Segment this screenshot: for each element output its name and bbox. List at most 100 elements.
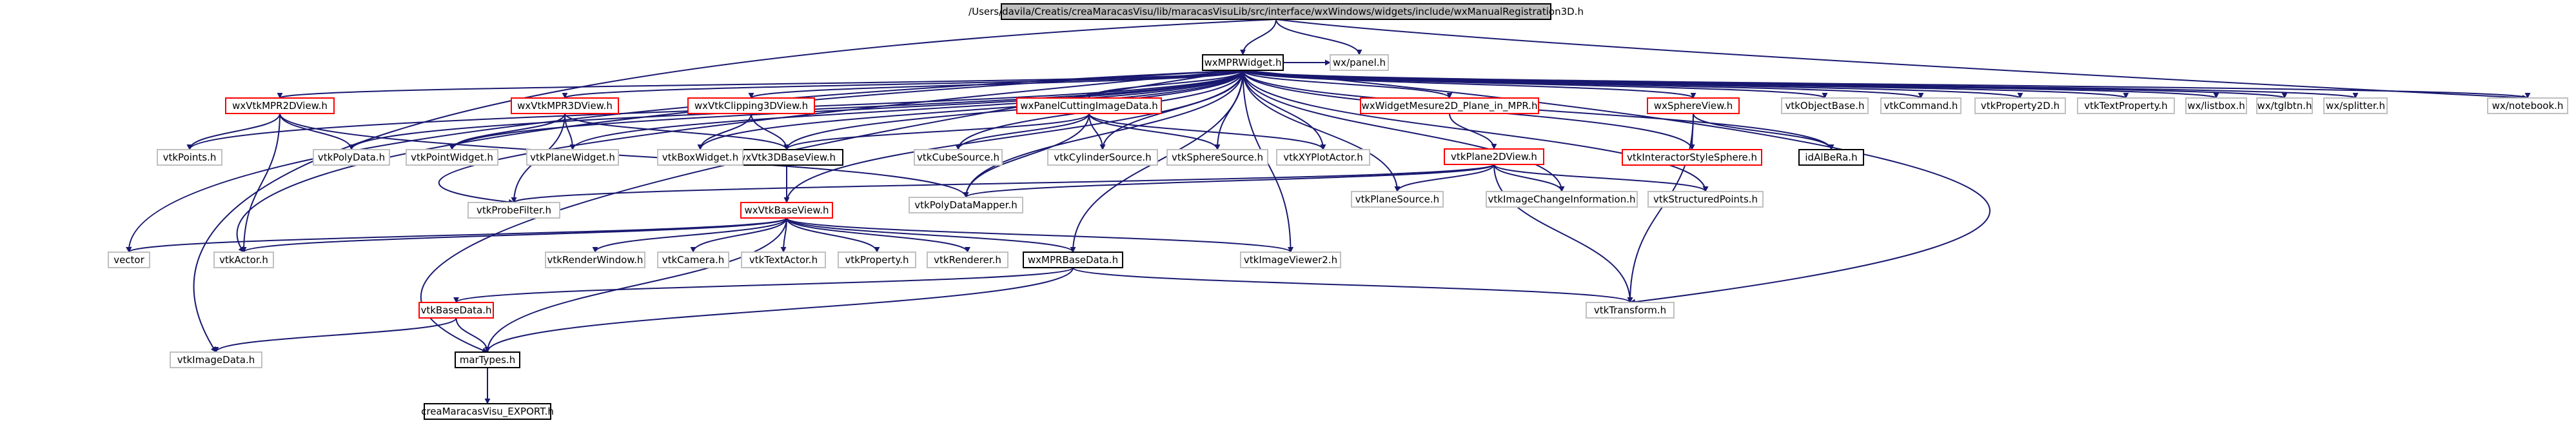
node-wxPanelCuttingImageData-label: wxPanelCuttingImageData.h [1020,100,1158,112]
node-wxSphereView-label: wxSphereView.h [1654,100,1733,112]
edge-wxMPRWidget-to-vtkCylinderSource [1099,70,1244,150]
node-wxVtk3DBaseView-box [730,149,843,166]
node-wxSphereView[interactable]: wxSphereView.h [1647,97,1740,114]
node-wxSphereView-box [1647,97,1740,114]
node-vtkXYPlotActor-label: vtkXYPlotActor.h [1283,152,1363,163]
node-vtkInteractorStyleSphere-box [1622,149,1762,166]
node-vtkCamera: vtkCamera.h [657,252,729,268]
edge-wxMPRWidget-to-wxVtkMPR3DView [562,70,1244,99]
node-wxMPRBaseData[interactable]: wxMPRBaseData.h [1023,252,1123,268]
node-vtkStructuredPoints: vtkStructuredPoints.h [1647,191,1764,208]
edge-wxMPRWidget-to-wxPanelCuttingImageData [1086,70,1244,99]
edge-vtkBaseView-to-vtkRenderWindow [592,217,787,253]
node-marTypes[interactable]: marTypes.h [455,351,520,368]
node-vtkPointWidget-box [406,149,498,166]
edge-wxVtkMPR3DView-to-wxVtk3DBaseView [564,113,790,150]
node-vtkRenderer-box [927,252,1008,268]
node-vtkPoints-box [157,149,222,166]
node-vtkBoxWidget-box [657,149,743,166]
edge-wxMPRWidget-to-vtkSphereSource [1214,70,1244,150]
node-vtkXYPlotActor: vtkXYPlotActor.h [1276,149,1370,166]
edge-wxVtkClipping3DView-to-vtkBoxWidget [697,113,752,150]
node-wxPanelCuttingImageData[interactable]: wxPanelCuttingImageData.h [1016,97,1162,114]
node-wxMPRWidget[interactable]: wxMPRWidget.h [1202,54,1284,71]
node-vtkTransform: vtkTransform.h [1586,302,1675,319]
node-vtkProperty2D-label: vtkProperty2D.h [1981,100,2060,112]
node-vtkActor-label: vtkActor.h [219,254,268,266]
node-wxVtkMPR2DView-box [225,97,335,114]
node-wxVtk3DBaseView[interactable]: wxVtk3DBaseView.h [730,149,843,166]
node-idAlBeRa-label: idAlBeRa.h [1805,152,1857,163]
node-wxMPRBaseData-label: wxMPRBaseData.h [1028,254,1118,266]
node-vtkCamera-box [657,252,729,268]
edge-vtkBaseData-to-vtkImageData [213,317,457,353]
node-wxsplitter-label: wx/splitter.h [2326,100,2385,112]
node-wxWidgetMesure2D[interactable]: wxWidgetMesure2D_Plane_in_MPR.h [1360,97,1539,114]
node-wxlistbox-label: wx/listbox.h [2187,100,2245,112]
node-vtkPolyData-box [313,149,390,166]
node-vtkImageChangeInformation-box [1486,191,1638,208]
edge-root-to-vtkImageData [193,19,1277,353]
edge-wxMPRWidget-to-wxWidgetMesure2D [1242,70,1453,99]
node-wxMPRWidget-box [1202,54,1284,71]
node-vtkCubeSource: vtkCubeSource.h [914,149,1003,166]
node-vtkBaseData-box [418,302,494,319]
node-vtkPlaneSource-box [1351,191,1444,208]
node-wxVtk3DBaseView-label: wxVtk3DBaseView.h [738,152,836,163]
node-creaExport-label: creaMaracasVisu_EXPORT.h [421,406,554,418]
node-vtkPlaneSource-label: vtkPlaneSource.h [1355,193,1439,205]
node-vtkBaseData[interactable]: vtkBaseData.h [418,302,494,319]
edge-wxWidgetMesure2D-to-vtkPlane2DView [1449,113,1497,150]
node-vtkImageViewer2-box [1240,252,1341,268]
node-vtkBaseView[interactable]: wxVtkBaseView.h [740,202,833,219]
edge-wxMPRWidget-to-vtkImageChangeInformation [1242,70,1565,192]
node-vtkCylinderSource-box [1047,149,1158,166]
node-vtkRenderer-label: vtkRenderer.h [934,254,1001,266]
node-wxVtkClipping3DView[interactable]: wxVtkClipping3DView.h [687,97,815,114]
node-creaExport-box [424,403,551,420]
edge-wxMPRWidget-to-vtkPlaneSource [1242,70,1401,192]
node-idAlBeRa-box [1798,149,1864,166]
edge-root-to-wxMPRWidget [1240,19,1277,55]
node-wxVtkMPR2DView[interactable]: wxVtkMPR2DView.h [225,97,335,114]
edge-wxMPRWidget-to-vtkTransform [1243,70,1991,305]
node-wxMPRBaseData-box [1023,252,1123,268]
node-idAlBeRa[interactable]: idAlBeRa.h [1798,149,1864,166]
node-vtkCubeSource-label: vtkCubeSource.h [917,152,999,163]
edge-wxMPRBaseData-to-vtkTransform [1072,267,1633,303]
node-vtkPlane2DView-label: vtkPlane2DView.h [1451,151,1537,163]
edge-wxMPRWidget-to-vtkXYPlotActor [1242,70,1326,150]
node-vtkObjectBase-box [1781,97,1869,114]
node-root[interactable]: /Users/davila/Creatis/creaMaracasVisu/li… [968,3,1584,20]
edge-root-to-wxpanel [1275,19,1362,55]
node-vtkRenderWindow: vtkRenderWindow.h [545,252,645,268]
node-wxnotebook-label: wx/notebook.h [2492,100,2564,112]
node-vtkImageViewer2: vtkImageViewer2.h [1240,252,1341,268]
node-vtkSphereSource-label: vtkSphereSource.h [1172,152,1263,163]
edge-vtkBaseView-to-vtkRenderer [786,217,970,253]
node-vtkInteractorStyleSphere[interactable]: vtkInteractorStyleSphere.h [1622,149,1762,166]
node-wxpanel-box [1330,54,1389,71]
edge-vtkBaseView-to-vtkProperty [786,217,880,253]
node-wxMPRWidget-label: wxMPRWidget.h [1204,57,1281,68]
node-vtkPointWidget-label: vtkPointWidget.h [411,152,493,163]
node-vtkBoxWidget-label: vtkBoxWidget.h [662,152,738,163]
node-vtkBaseData-label: vtkBaseData.h [420,304,491,316]
edge-wxPanelCuttingImageData-to-wxVtk3DBaseView [783,113,1090,150]
node-vtkXYPlotActor-box [1276,149,1370,166]
node-wxVtkMPR3DView[interactable]: wxVtkMPR3DView.h [511,97,619,114]
node-wxsplitter-box [2323,97,2388,114]
node-vtkBaseView-box [740,202,833,219]
edge-vtkBaseView-to-vtkImageViewer2 [786,217,1293,253]
node-wxpanel-label: wx/panel.h [1333,57,1386,68]
node-vtkTextProperty-label: vtkTextProperty.h [2084,100,2167,112]
node-vtkPlane2DView[interactable]: vtkPlane2DView.h [1444,148,1544,165]
node-root-box [1001,3,1551,20]
header-nodes: /Users/davila/Creatis/creaMaracasVisu/li… [108,3,2568,420]
node-wxVtkClipping3DView-box [687,97,815,114]
node-creaExport[interactable]: creaMaracasVisu_EXPORT.h [421,403,554,420]
node-vtkTextActor-label: vtkTextActor.h [749,254,818,266]
edge-wxMPRWidget-to-vector [126,70,1243,253]
node-wxtglbtn: wx/tglbtn.h [2256,97,2313,114]
node-vtkStructuredPoints-label: vtkStructuredPoints.h [1653,193,1758,205]
